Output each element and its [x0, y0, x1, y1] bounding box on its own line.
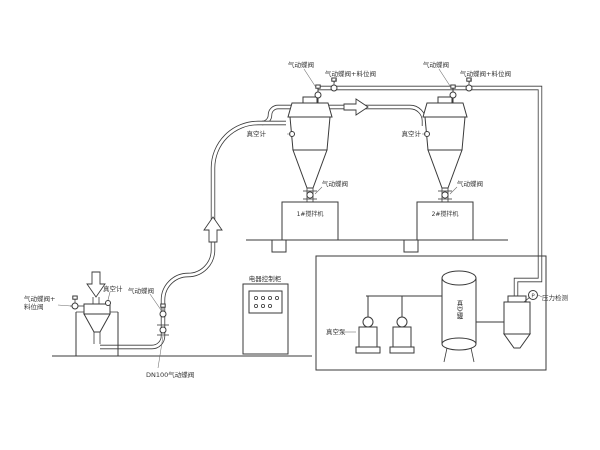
feeder-vacuum-gauge-label: 真空计 [103, 284, 123, 293]
cyclone2-vacuum-gauge-label: 真空计 [402, 129, 422, 138]
leader-lines [57, 68, 543, 369]
cyclone2-equipment-label: 2#搅拌机 [432, 210, 459, 218]
cyclone1-vacuum-gauge-label: 真空计 [247, 129, 267, 138]
pump-room [315, 255, 547, 371]
cyclone2-top-valve-label: 气动蝶阀 [423, 60, 449, 69]
flow-arrow-down-icon [86, 271, 106, 298]
cyclone1-top-valve-label: 气动蝶阀 [288, 60, 314, 69]
flow-arrow-up-icon [203, 216, 223, 243]
pressure-gauge-letter: P [531, 294, 535, 300]
pressure-gauge-icon [528, 290, 538, 300]
feeder-level-valve-label-line2: 料位阀 [24, 302, 44, 311]
flow-arrow-right-icon [343, 98, 369, 116]
vacuum-tank [441, 270, 477, 363]
cyclone1-level-valve-label: 气动蝶阀+料位阀 [325, 69, 376, 78]
vacuum-tank-label: 真空罐 [455, 299, 463, 321]
feed-hopper-top [83, 303, 111, 315]
column-footing [403, 239, 419, 253]
feeder-vacuum-gauge-icon [105, 300, 111, 306]
column-footing [271, 239, 287, 253]
cyclone2-discharge-valve-label: 气动蝶阀 [457, 179, 483, 188]
vacuum-pump-label: 真空泵 [326, 327, 346, 336]
cyclone1-discharge-valve-label: 气动蝶阀 [322, 179, 348, 188]
vacuum-pump-2 [389, 316, 415, 354]
control-cabinet-label: 电器控制柜 [249, 274, 282, 283]
feeder-level-valve-icon [71, 295, 79, 310]
conveying-pipe-branch [261, 104, 427, 126]
feeder-level-valve-label-line1: 气动蝶阀+ [24, 294, 55, 303]
feeding-station [70, 295, 169, 356]
dn100-butterfly-valve-icon [157, 324, 169, 336]
cyclone1-equipment-label: 1#搅拌机 [297, 210, 324, 218]
control-cabinet [242, 283, 289, 355]
cyclone2-level-valve-label: 气动蝶阀+料位阀 [460, 69, 511, 78]
filter-separator [503, 290, 538, 349]
feeder-dn100-valve-label: DN100气动蝶阀 [146, 370, 194, 379]
feeder-valve-label: 气动蝶阀 [128, 286, 154, 295]
vacuum-pump-1 [355, 316, 381, 354]
feed-hopper-cone [83, 313, 111, 333]
pressure-detect-label: 压力检测 [542, 293, 569, 302]
